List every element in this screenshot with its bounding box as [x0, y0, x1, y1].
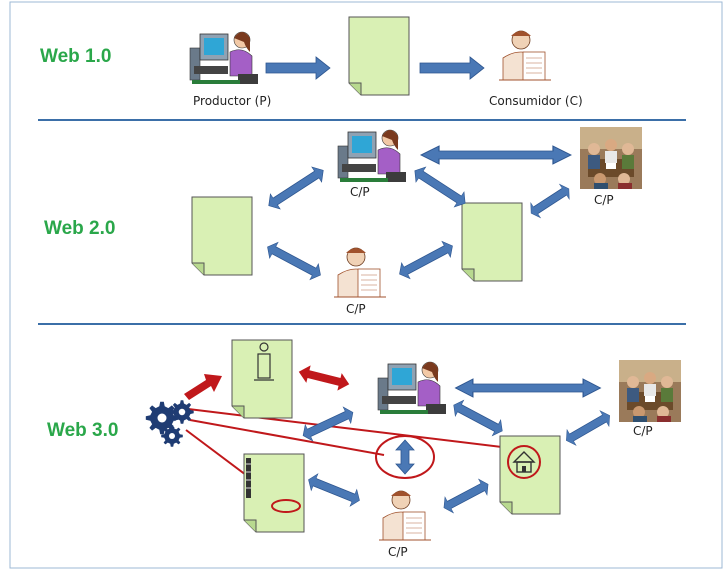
cp-label: C/P: [350, 185, 370, 199]
highlight-circle: [507, 445, 541, 479]
cp-label: C/P: [388, 545, 408, 559]
document-icon: [461, 202, 523, 282]
cp-label: C/P: [346, 302, 366, 316]
document-icon: [231, 339, 293, 419]
barcode-icon: [246, 458, 251, 498]
red-double-arrow: [298, 365, 350, 391]
highlight-ellipse: [375, 435, 435, 479]
red-arrow: [184, 374, 222, 400]
cp-label: C/P: [594, 193, 614, 207]
cp-label: C/P: [633, 424, 653, 438]
meeting-group-icon: [580, 127, 642, 189]
section-title-web2: Web 2.0: [44, 218, 116, 239]
vertical-double-arrow: [395, 439, 415, 475]
document-icon: [191, 196, 253, 276]
producer-label: Productor (P): [193, 94, 272, 108]
document-icon: [348, 16, 410, 96]
semantic-link: [189, 419, 385, 456]
highlight-ellipse: [271, 499, 301, 513]
home-icon: [512, 451, 536, 473]
section-title-web1: Web 1.0: [40, 46, 112, 67]
consumer-label: Consumidor (C): [489, 94, 583, 108]
section-title-web3: Web 3.0: [47, 420, 119, 441]
meeting-group-icon: [619, 360, 681, 422]
semantic-link: [179, 407, 511, 449]
web3-section: [145, 339, 681, 541]
info-icon: [254, 342, 274, 381]
document-icon: [243, 453, 305, 533]
